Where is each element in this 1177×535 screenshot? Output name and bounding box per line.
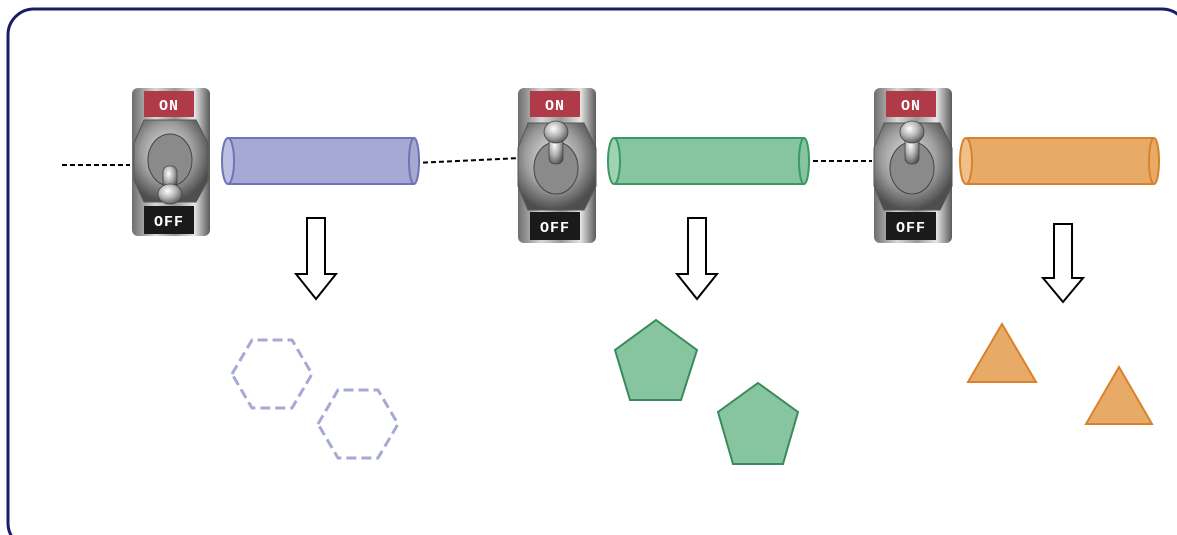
off-label: OFF <box>896 220 926 237</box>
toggle-lever-icon <box>899 120 925 144</box>
on-plate <box>530 91 580 117</box>
cylinder-1 <box>221 137 420 185</box>
cylinder-2 <box>607 137 810 185</box>
down-arrow-icon-2 <box>674 217 720 301</box>
pentagon-icon <box>716 381 800 465</box>
hexagon-icon <box>230 338 314 410</box>
toggle-switch-3[interactable]: ON OFF <box>873 88 953 243</box>
toggle-switch-2[interactable]: ON OFF <box>517 88 597 243</box>
off-plate <box>144 206 194 234</box>
connector-line-2 <box>414 157 521 164</box>
on-plate <box>886 91 936 117</box>
toggle-lever-icon <box>157 183 183 205</box>
down-arrow-icon-3 <box>1040 223 1086 304</box>
off-plate <box>886 212 936 240</box>
on-label: ON <box>545 98 565 115</box>
off-plate <box>530 212 580 240</box>
frame-border <box>6 7 1177 535</box>
on-label: ON <box>901 98 921 115</box>
toggle-lever-icon <box>543 120 569 144</box>
on-label: ON <box>159 98 179 115</box>
on-plate <box>144 91 194 117</box>
cylinder-3 <box>959 137 1160 185</box>
toggle-switch-1[interactable]: ON OFF <box>132 88 210 236</box>
hexagon-icon <box>316 388 400 460</box>
off-label: OFF <box>154 214 184 231</box>
triangle-icon <box>966 322 1038 383</box>
triangle-icon <box>1084 365 1154 425</box>
off-label: OFF <box>540 220 570 237</box>
down-arrow-icon-1 <box>293 217 339 301</box>
pentagon-icon <box>613 318 699 401</box>
